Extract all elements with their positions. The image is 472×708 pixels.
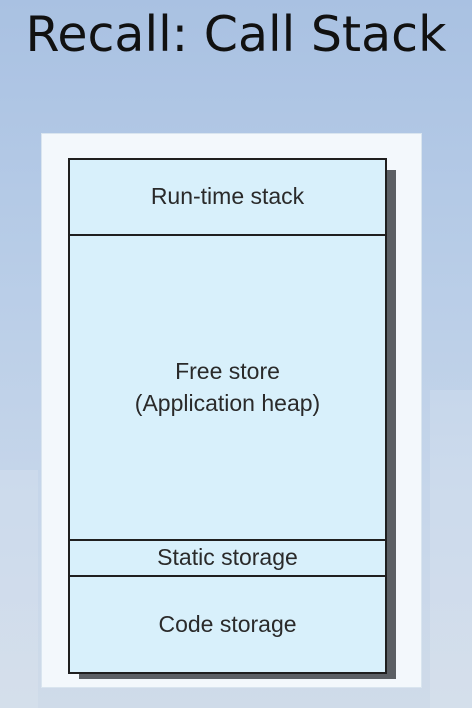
segment-code-storage: Code storage: [70, 577, 385, 672]
background-building-shape: [0, 470, 38, 708]
slide-title: Recall: Call Stack: [25, 6, 447, 63]
background-building-shape: [430, 390, 472, 708]
memory-layout-diagram: Run-time stack Free store (Application h…: [68, 158, 387, 674]
segment-static-storage: Static storage: [70, 541, 385, 577]
segment-label-static-storage: Static storage: [157, 544, 298, 571]
segment-label-run-time-stack: Run-time stack: [150, 183, 305, 210]
segment-label-code-storage: Code storage: [158, 610, 297, 637]
segment-free-store: Free store (Application heap): [70, 236, 385, 541]
segment-label-free-store: Free store: [175, 358, 280, 385]
segment-run-time-stack: Run-time stack: [70, 160, 385, 236]
segment-label-application-heap: (Application heap): [134, 389, 321, 416]
